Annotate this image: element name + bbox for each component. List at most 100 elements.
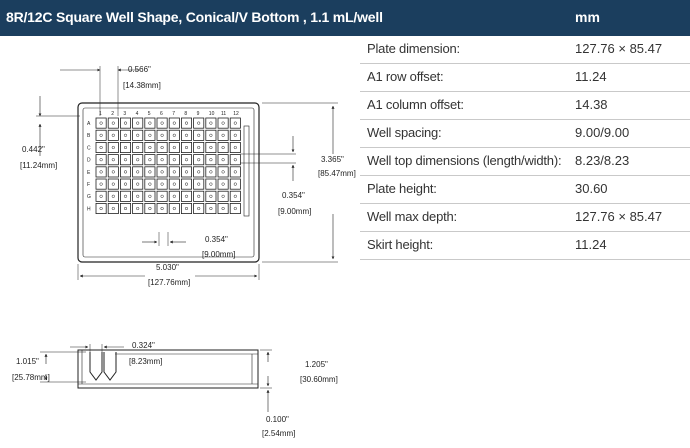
- height-mm: [85.47mm]: [318, 169, 356, 178]
- well-bottom-point: [160, 145, 164, 150]
- well-bottom-point: [233, 170, 237, 174]
- well-bottom-point: [111, 121, 115, 125]
- well-F11: [217, 178, 229, 190]
- spec-value: 8.23/8.23: [575, 153, 630, 168]
- row-label: D: [87, 158, 91, 164]
- col-label: 9: [197, 111, 200, 117]
- well-H7: [168, 202, 180, 214]
- well-bottom-point: [111, 158, 115, 162]
- well-bottom-point: [221, 206, 225, 211]
- vspacing-mm: [9.00mm]: [278, 207, 311, 216]
- well-A10: [205, 117, 217, 129]
- well-bottom-point: [160, 194, 164, 198]
- well-C3: [120, 142, 132, 154]
- well-bottom-point: [136, 206, 140, 211]
- spec-label: A1 column offset:: [367, 97, 464, 112]
- well-bottom-point: [184, 158, 189, 162]
- well-bottom-point: [197, 194, 201, 198]
- spec-row: A1 column offset: 14.38: [360, 92, 690, 120]
- welltop-inch: 0.324": [132, 341, 155, 350]
- well-bottom-point: [136, 170, 140, 174]
- col-label: 8: [184, 111, 187, 117]
- well-F10: [205, 178, 217, 190]
- well-F5: [144, 178, 156, 190]
- spec-label: Well max depth:: [367, 209, 457, 224]
- hspacing-inch: 0.354": [205, 235, 228, 244]
- well-bottom-point: [136, 158, 140, 162]
- spec-row: Well max depth:127.76 × 85.47: [360, 204, 690, 232]
- well-bottom-point: [123, 206, 128, 211]
- well-bottom-point: [197, 133, 201, 137]
- well-D1: [95, 154, 107, 166]
- row-offset-mm: [11.24mm]: [20, 161, 57, 170]
- well-G7: [168, 190, 180, 202]
- well-profile-1: [89, 352, 103, 381]
- well-bottom-point: [197, 121, 201, 125]
- well-A11: [217, 117, 229, 129]
- well-C7: [168, 142, 180, 154]
- skirt-inch: 0.100": [266, 415, 289, 424]
- depth-inch: 1.015": [16, 357, 39, 366]
- well-bottom-point: [148, 206, 152, 211]
- well-B12: [229, 129, 241, 141]
- well-C10: [205, 142, 217, 154]
- well-bottom-point: [99, 158, 103, 162]
- well-bottom-point: [99, 170, 103, 174]
- well-bottom-point: [148, 182, 152, 186]
- depth-mm: [25.78mm]: [12, 373, 50, 382]
- well-G12: [229, 190, 241, 202]
- well-bottom-point: [148, 121, 152, 125]
- well-bottom-point: [209, 121, 213, 125]
- well-bottom-point: [233, 206, 237, 211]
- well-D12: [229, 154, 241, 166]
- well-G8: [180, 190, 192, 202]
- col-label: 1: [99, 111, 102, 117]
- well-bottom-point: [172, 206, 176, 211]
- well-bottom-point: [209, 145, 213, 150]
- well-B1: [95, 129, 107, 141]
- well-bottom-point: [209, 158, 213, 162]
- well-bottom-point: [123, 194, 128, 198]
- well-bottom-point: [136, 133, 140, 137]
- spec-value: 14.38: [575, 97, 608, 112]
- well-D10: [205, 154, 217, 166]
- well-bottom-point: [111, 145, 115, 150]
- well-bottom-point: [136, 182, 140, 186]
- well-D9: [193, 154, 205, 166]
- well-H6: [156, 202, 168, 214]
- well-E1: [95, 166, 107, 178]
- page-title: 8R/12C Square Well Shape, Conical/V Bott…: [6, 9, 383, 25]
- col-label: 7: [172, 111, 175, 117]
- col-label: 10: [209, 111, 215, 117]
- spec-row: Well top dimensions (length/width):8.23/…: [360, 148, 690, 176]
- well-bottom-point: [160, 182, 164, 186]
- well-A1: [95, 117, 107, 129]
- well-E12: [229, 166, 241, 178]
- well-bottom-point: [197, 170, 201, 174]
- well-A9: [193, 117, 205, 129]
- well-bottom-point: [160, 170, 164, 174]
- well-bottom-point: [184, 194, 189, 198]
- spec-row: Plate height:30.60: [360, 176, 690, 204]
- well-B8: [180, 129, 192, 141]
- row-offset-inch: 0.442": [22, 145, 45, 154]
- well-F7: [168, 178, 180, 190]
- well-C1: [95, 142, 107, 154]
- row-label: E: [87, 170, 91, 176]
- spec-label: Skirt height:: [367, 237, 434, 252]
- well-F1: [95, 178, 107, 190]
- well-bottom-point: [172, 170, 176, 174]
- well-bottom-point: [197, 182, 201, 186]
- well-B6: [156, 129, 168, 141]
- well-G3: [120, 190, 132, 202]
- well-bottom-point: [160, 121, 164, 125]
- row-label: H: [87, 206, 91, 212]
- well-D2: [107, 154, 119, 166]
- col-offset-inch: 0.566": [128, 65, 151, 74]
- well-D6: [156, 154, 168, 166]
- well-F3: [120, 178, 132, 190]
- col-label: 2: [111, 111, 114, 117]
